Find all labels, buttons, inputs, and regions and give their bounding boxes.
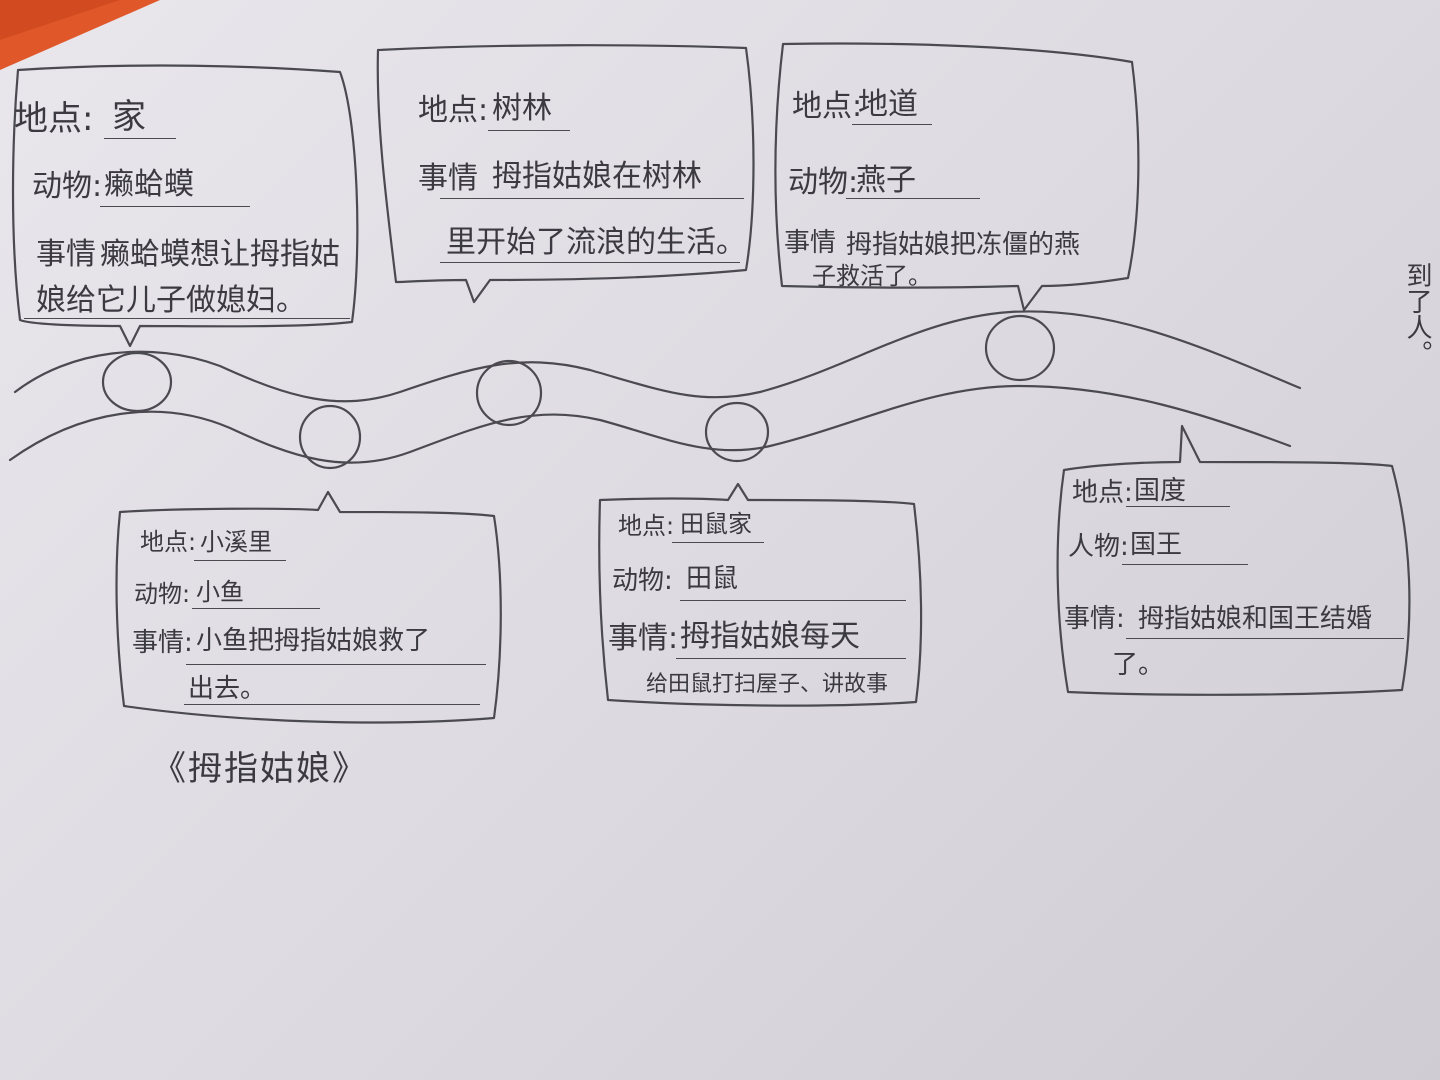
event-label: 事情: [784, 228, 837, 258]
event-label: 事情:: [1064, 604, 1125, 634]
subject-label: 动物:: [612, 566, 673, 596]
underline: [184, 704, 480, 705]
place-value: 国度: [1134, 476, 1187, 506]
place-value: 地道: [858, 87, 918, 122]
subject-value: 燕子: [856, 163, 916, 198]
underline: [1126, 638, 1404, 639]
event-line-2: 娘给它儿子做媳妇。: [36, 283, 306, 318]
underline: [440, 262, 740, 263]
underline: [488, 130, 570, 131]
timeline-node-4: [704, 401, 770, 463]
edge-text: 到了人。: [1402, 262, 1432, 366]
bubble-frame-2: [115, 490, 502, 724]
underline: [1126, 506, 1230, 507]
event-line-1: 拇指姑娘每天: [680, 619, 860, 654]
timeline-node-3: [475, 359, 543, 427]
bubble-frame-5: [774, 42, 1140, 312]
event-line-1: 拇指姑娘在树林: [492, 159, 702, 194]
underline: [24, 318, 350, 319]
place-value: 家: [112, 97, 146, 137]
bubble-frame-3: [376, 44, 755, 304]
road-lower-edge: [8, 384, 1292, 464]
timeline-node-2: [298, 404, 362, 470]
place-value: 树林: [492, 91, 552, 126]
underline: [192, 608, 320, 609]
event-line-2: 里开始了流浪的生活。: [446, 225, 746, 260]
place-label: 地点:: [418, 93, 489, 128]
event-line-2: 了。: [1112, 650, 1165, 680]
event-label: 事情: [418, 161, 478, 196]
timeline-node-1: [101, 351, 173, 413]
subject-value: 国王: [1130, 530, 1183, 560]
event-line-1: 拇指姑娘和国王结婚: [1138, 604, 1373, 634]
diagram-title: 《拇指姑娘》: [152, 749, 368, 789]
event-line-2: 出去。: [188, 674, 267, 704]
underline: [672, 542, 764, 543]
underline: [104, 138, 176, 139]
subject-label: 人物:: [1068, 532, 1129, 562]
bubble-frame-6: [1056, 424, 1411, 696]
event-line-1: 癞蛤蟆想让拇指姑: [100, 237, 340, 272]
event-line-1: 拇指姑娘把冻僵的燕: [846, 230, 1081, 260]
bubble-frame-4: [598, 482, 923, 707]
place-label: 地点:: [140, 528, 197, 556]
bubble-frame-1: [11, 64, 359, 348]
subject-label: 动物:: [32, 169, 103, 204]
place-value: 小溪里: [200, 528, 272, 556]
place-label: 地点:: [618, 512, 675, 540]
timeline-node-5: [984, 314, 1056, 382]
road-upper-edge: [13, 310, 1302, 403]
subject-label: 动物:: [788, 165, 859, 200]
underline: [846, 198, 980, 199]
underline: [676, 658, 906, 659]
place-value: 田鼠家: [680, 510, 752, 538]
event-line-2: 给田鼠打扫屋子、讲故事: [646, 672, 889, 697]
subject-value: 癞蛤蟆: [104, 167, 194, 202]
event-line-1: 小鱼把拇指姑娘救了: [196, 626, 431, 656]
underline: [680, 600, 906, 601]
event-label: 事情:: [608, 621, 679, 656]
subject-value: 小鱼: [196, 578, 244, 606]
event-label: 事情: [36, 237, 96, 272]
underline: [852, 124, 932, 125]
subject-value: 田鼠: [686, 564, 739, 594]
underline: [1122, 564, 1248, 565]
event-line-2: 子救活了。: [812, 262, 932, 290]
place-label: 地点:: [792, 89, 863, 124]
place-label: 地点:: [1072, 478, 1133, 508]
underline: [186, 664, 486, 665]
event-label: 事情:: [132, 628, 193, 658]
underline: [100, 206, 250, 207]
subject-label: 动物:: [134, 580, 191, 608]
underline: [194, 560, 286, 561]
underline: [440, 198, 744, 199]
place-label: 地点:: [14, 99, 94, 139]
